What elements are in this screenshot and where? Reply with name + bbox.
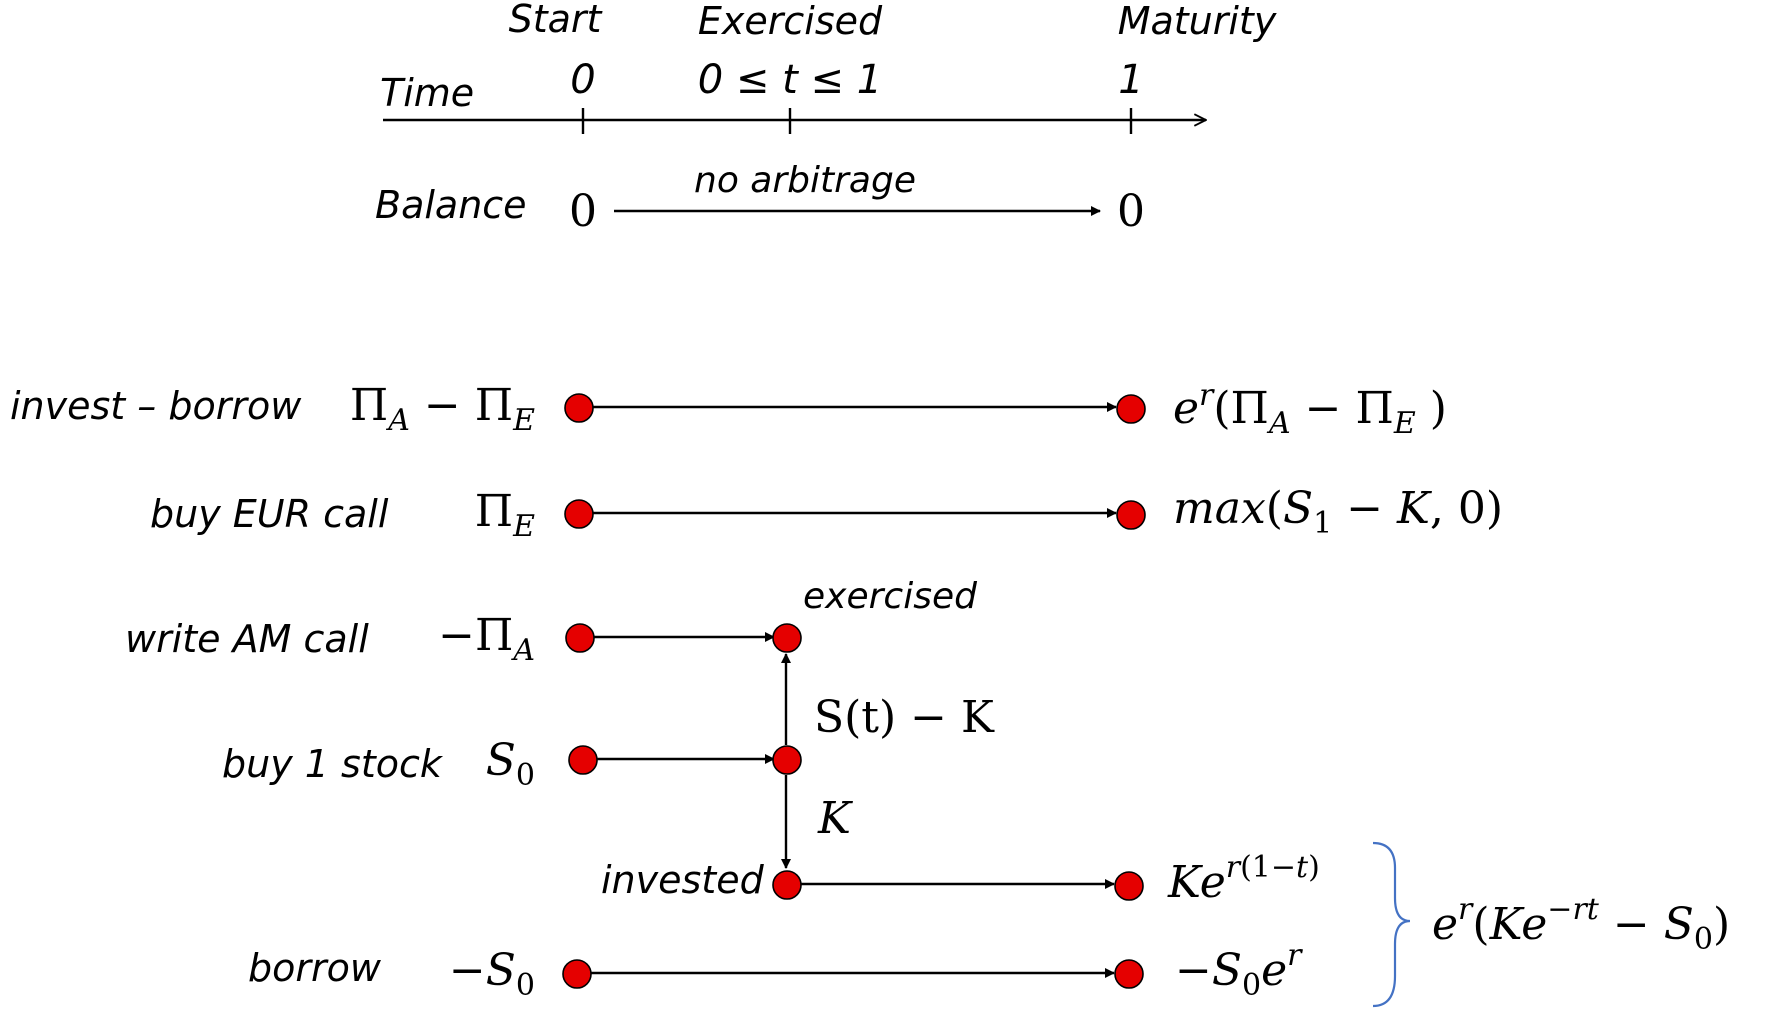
node-write-am-call-start — [565, 623, 595, 653]
node-invested-start — [772, 870, 802, 900]
balance-end: 0 — [1117, 186, 1145, 237]
combined-payoff: er(Ke−rt − S0) — [1432, 892, 1730, 957]
node-buy-eur-call-start — [564, 499, 594, 529]
formula-buy-eur-call: ΠE — [475, 486, 535, 544]
node-borrow-end — [1114, 959, 1144, 989]
balance-label: Balance — [375, 183, 527, 227]
row-buy-eur-call-label: buy EUR call — [150, 492, 389, 536]
formula-buy-stock: S0 — [486, 735, 535, 793]
node-exercised — [772, 623, 802, 653]
balance-note: no arbitrage — [694, 160, 916, 201]
formula-invest-borrow: ΠA − ΠE — [350, 380, 535, 438]
row-borrow-label: borrow — [248, 946, 382, 990]
payoff-borrow: −S0er — [1175, 938, 1303, 1003]
combined-brace — [1372, 841, 1411, 1008]
time-exercised: 0 ≤ t ≤ 1 — [698, 57, 882, 103]
payoff-invested: Ker(1−t) — [1167, 850, 1320, 908]
row-write-am-call-label: write AM call — [125, 617, 369, 661]
time-maturity: 1 — [1118, 57, 1143, 103]
node-invested-end — [1114, 871, 1144, 901]
node-invest-borrow-end — [1116, 394, 1146, 424]
payoff-buy-eur-call: max(S1 − K, 0) — [1173, 483, 1503, 541]
node-buy-eur-call-end — [1116, 500, 1146, 530]
payoff-invest-borrow: er(ΠA − ΠE ) — [1173, 378, 1447, 441]
row-invest-borrow-label: invest – borrow — [10, 384, 302, 428]
formula-borrow: −S0 — [449, 945, 535, 1003]
row-invested-label: invested — [601, 858, 765, 902]
node-buy-stock-start — [568, 745, 598, 775]
node-borrow-start — [562, 959, 592, 989]
maturity-header: Maturity — [1118, 0, 1277, 43]
transfer-stock-to-call: S(t) − K — [814, 692, 995, 743]
balance-start: 0 — [569, 186, 597, 237]
node-invest-borrow-start — [564, 393, 594, 423]
exercised-node-label: exercised — [803, 576, 978, 617]
transfer-stock-to-invest: K — [817, 793, 853, 844]
time-label: Time — [380, 71, 474, 115]
time-start: 0 — [570, 57, 595, 103]
start-header: Start — [509, 0, 604, 41]
node-stock-exercise — [772, 745, 802, 775]
formula-write-am-call: −ΠA — [438, 610, 535, 668]
exercised-header: Exercised — [698, 0, 883, 43]
row-buy-stock-label: buy 1 stock — [222, 742, 444, 786]
